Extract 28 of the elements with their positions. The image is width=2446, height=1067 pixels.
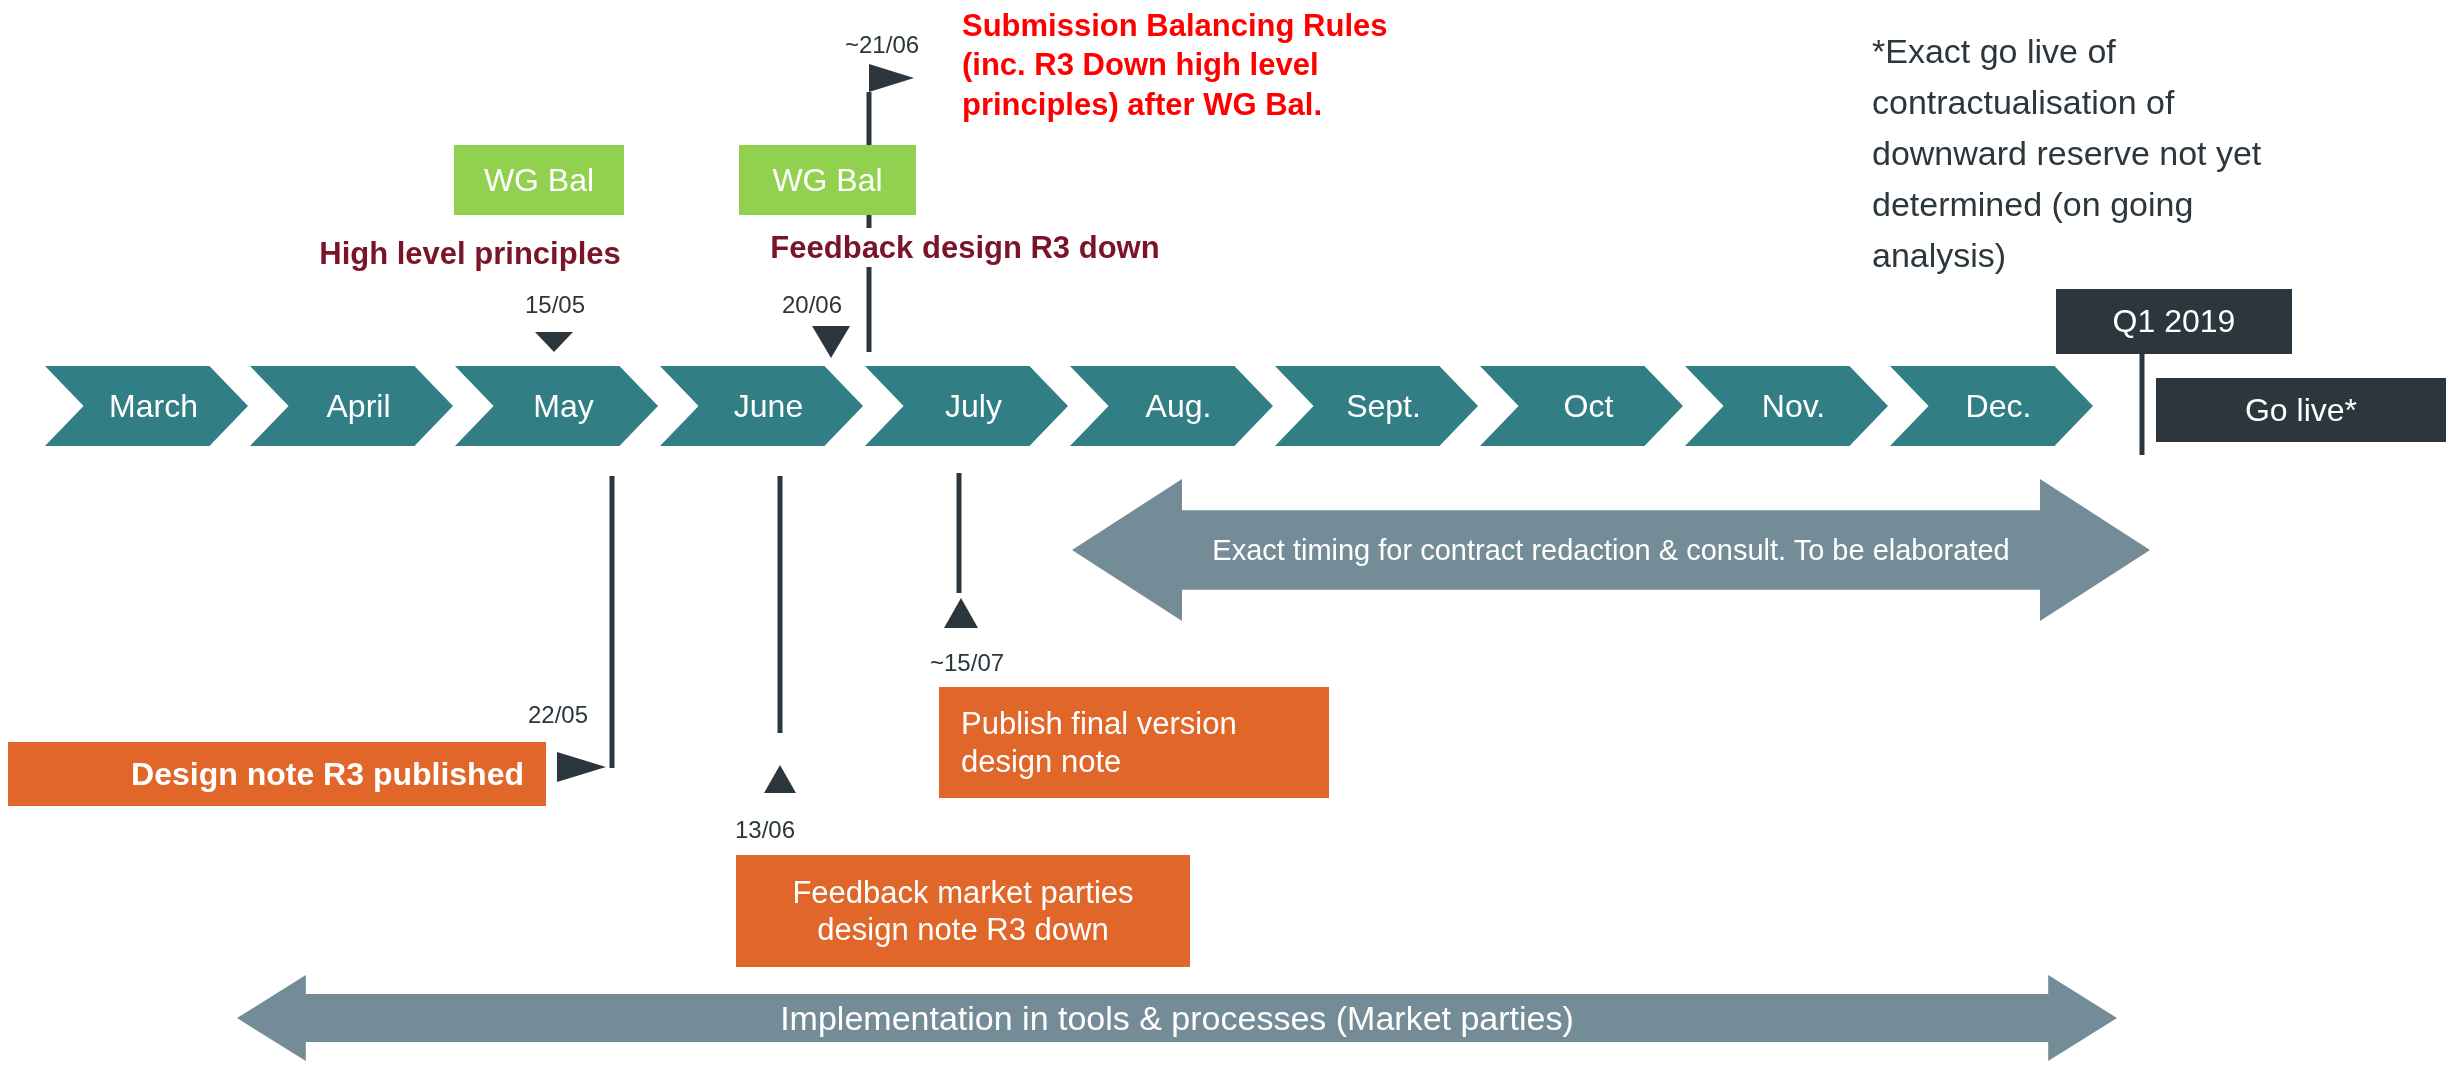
date-label: ~15/07 <box>930 648 1006 678</box>
month-segment: Nov. <box>1685 366 1888 446</box>
month-segment: May <box>455 366 658 446</box>
annotation-text: Submission Balancing Rules (inc. R3 Down high level principles) after WG Bal. <box>962 7 1389 124</box>
month-segment: Dec. <box>1890 366 2093 446</box>
date-label: ~21/06 <box>845 30 921 60</box>
double-arrow-band: Exact timing for contract redaction & consult. To be elaborated <box>1072 479 2150 621</box>
month-segment: April <box>250 366 453 446</box>
meeting-box: WG Bal <box>739 145 916 215</box>
date-label: 22/05 <box>526 700 590 730</box>
month-segment: Oct <box>1480 366 1683 446</box>
annotation-text: Feedback design R3 down <box>770 228 1160 268</box>
meeting-box: WG Bal <box>454 145 624 215</box>
double-arrow-band: Implementation in tools & processes (Market parties) <box>237 975 2117 1061</box>
date-label: 20/06 <box>780 290 844 320</box>
date-label: 13/06 <box>735 815 797 845</box>
month-segment: Sept. <box>1275 366 1478 446</box>
milestone-box: Q1 2019 <box>2056 289 2292 354</box>
month-segment: July <box>865 366 1068 446</box>
month-segment: June <box>660 366 863 446</box>
month-segment: Aug. <box>1070 366 1273 446</box>
note-text: *Exact go live of contractualisation of downward reserve not yet determined (on going analysis) <box>1872 31 2263 276</box>
date-label: 15/05 <box>523 290 587 320</box>
month-segment: March <box>45 366 248 446</box>
milestone-box: Go live* <box>2156 378 2446 442</box>
milestone-box: Publish final version design note <box>939 687 1329 798</box>
milestone-box: Design note R3 published <box>8 742 546 806</box>
milestone-box: Feedback market parties design note R3 down <box>736 855 1190 967</box>
